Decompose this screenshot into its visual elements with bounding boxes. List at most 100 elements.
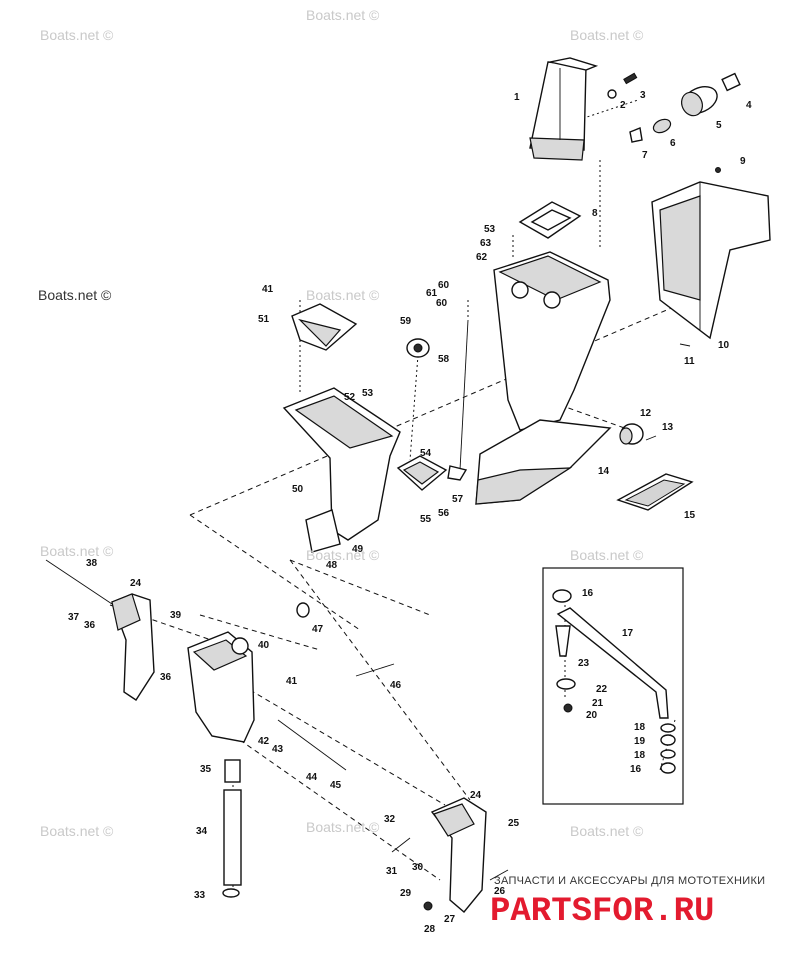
callout-8: 8 [592, 208, 598, 219]
callout-39: 39 [170, 610, 182, 621]
part-bracket-24-left [111, 593, 155, 701]
callout-17: 17 [622, 628, 634, 639]
callout-42: 42 [258, 736, 270, 747]
callout-40: 40 [258, 640, 270, 651]
callout-12: 12 [640, 408, 652, 419]
callout-14: 14 [598, 466, 610, 477]
callout-1: 1 [514, 92, 520, 103]
part-nut-28 [423, 901, 433, 911]
part-bolt-38 [45, 559, 113, 605]
callout-48: 48 [326, 560, 338, 571]
callout-57: 57 [452, 494, 464, 505]
callout-26: 26 [494, 886, 506, 897]
callout-16b: 16 [630, 764, 642, 775]
part-pin-11 [679, 343, 691, 347]
part-mount-12 [619, 423, 657, 445]
callout-47: 47 [312, 624, 324, 635]
part-shaft-54 [277, 719, 347, 771]
part-swivel-bracket-40 [187, 631, 255, 743]
callout-11: 11 [684, 356, 695, 367]
callout-31: 31 [386, 866, 398, 877]
watermark-text: Boats.net © [570, 823, 644, 839]
watermark-text: Boats.net © [40, 27, 114, 43]
brand-footer: ЗАПЧАСТИ И АКСЕССУАРЫ ДЛЯ МОТОТЕХНИКИ PA… [490, 875, 765, 931]
callout-58: 58 [438, 354, 450, 365]
callout-19: 19 [634, 736, 646, 747]
callout-51: 51 [258, 314, 270, 325]
callout-46: 46 [390, 680, 402, 691]
callout-7: 7 [642, 150, 648, 161]
callout-29: 29 [400, 888, 412, 899]
callout-30: 30 [412, 862, 424, 873]
part-screw-9 [715, 167, 721, 173]
callout-45: 45 [330, 780, 342, 791]
callout-28: 28 [424, 924, 436, 935]
callout-18b: 18 [634, 750, 646, 761]
callout-56: 56 [438, 508, 450, 519]
part-bolt-46 [355, 663, 395, 677]
callout-23: 23 [578, 658, 590, 669]
callout-21: 21 [592, 698, 604, 709]
callout-24a: 24 [130, 578, 142, 589]
watermark-text: Boats.net © [306, 287, 380, 303]
callout-61: 61 [426, 288, 438, 299]
callout-25: 25 [508, 818, 520, 829]
watermark-text: Boats.net © [570, 27, 644, 43]
callout-3: 3 [640, 90, 646, 101]
part-exhaust-tube [529, 57, 599, 161]
callout-27: 27 [444, 914, 456, 925]
watermarks: Boats.net © Boats.net © Boats.net © Boat… [38, 7, 644, 839]
callout-22: 22 [596, 684, 608, 695]
callout-52: 52 [344, 392, 356, 403]
callout-60b: 60 [436, 298, 448, 309]
callout-9: 9 [740, 156, 746, 167]
callout-35: 35 [200, 764, 212, 775]
callout-37: 37 [68, 612, 80, 623]
part-top-hardware [607, 72, 741, 143]
watermark-text: Boats.net © [570, 547, 644, 563]
callout-60a: 60 [438, 280, 450, 291]
callout-36a: 36 [84, 620, 96, 631]
watermark-text: Boats.net © [40, 543, 114, 559]
callout-33: 33 [194, 890, 206, 901]
callout-24b: 24 [470, 790, 482, 801]
callout-36b: 36 [160, 672, 172, 683]
callout-labels: 1 2 3 4 5 6 7 8 9 10 11 12 13 14 15 16 1… [68, 90, 752, 935]
callout-4: 4 [746, 100, 752, 111]
steering-link-inset [542, 567, 684, 805]
callout-38: 38 [86, 558, 98, 569]
brand-subtitle: ЗАПЧАСТИ И АКСЕССУАРЫ ДЛЯ МОТОТЕХНИКИ [494, 875, 765, 887]
part-washer-47 [296, 602, 310, 618]
callout-41a: 41 [262, 284, 274, 295]
callout-59: 59 [400, 316, 412, 327]
part-tube-34 [222, 759, 242, 898]
callout-10: 10 [718, 340, 730, 351]
callout-62: 62 [476, 252, 488, 263]
callout-53a: 53 [484, 224, 496, 235]
callout-41b: 41 [286, 676, 298, 687]
callout-15: 15 [684, 510, 696, 521]
callout-63: 63 [480, 238, 492, 249]
callout-5: 5 [716, 120, 722, 131]
watermark-text: Boats.net © [306, 819, 380, 835]
callout-6: 6 [670, 138, 676, 149]
watermark-text: Boats.net © [40, 823, 114, 839]
watermark-text: Boats.net © [38, 287, 112, 303]
brand-logo: PARTSFOR.RU [490, 893, 714, 931]
part-exhaust-housing [282, 387, 401, 553]
callout-55: 55 [420, 514, 432, 525]
part-bolt-31 [391, 837, 411, 853]
part-bushing-59 [406, 338, 430, 358]
callout-50: 50 [292, 484, 304, 495]
assembly-guide-lines [109, 99, 691, 890]
part-cover-10 [651, 181, 771, 340]
callout-44: 44 [306, 772, 318, 783]
callout-32: 32 [384, 814, 396, 825]
callout-2: 2 [620, 100, 626, 111]
part-bracket-51 [291, 303, 358, 351]
part-bracket-24-right [430, 797, 487, 913]
callout-53b: 53 [362, 388, 374, 399]
callout-43: 43 [272, 744, 284, 755]
callout-16: 16 [582, 588, 594, 599]
